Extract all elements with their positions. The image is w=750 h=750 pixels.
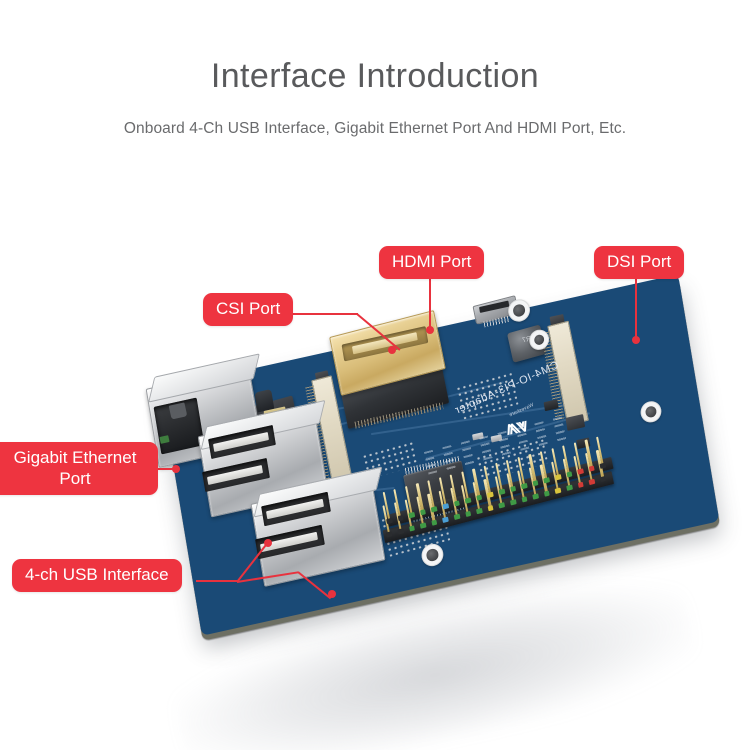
dsi-leader-dot — [632, 336, 640, 344]
gpio-pin-base — [521, 482, 528, 490]
gpio-pin-base — [487, 491, 494, 498]
dsi-leader-line — [635, 278, 637, 340]
mounting-hole — [638, 399, 663, 425]
callout-dsi-port[interactable]: DSI Port — [594, 246, 685, 279]
usb-leader-line-h — [196, 580, 238, 582]
gpio-pin-base — [577, 468, 584, 475]
gpio-pin-base — [386, 517, 393, 525]
gpio-pin-base — [431, 506, 438, 513]
usb-leader-dot-lower — [328, 590, 336, 598]
gpio-pin-base — [442, 516, 449, 523]
callout-gigabit-ethernet-port[interactable]: Gigabit Ethernet Port — [0, 442, 158, 496]
hdmi-leader-line — [429, 278, 431, 330]
header-block: Interface Introduction Onboard 4-Ch USB … — [0, 0, 750, 138]
gpio-pin-base — [408, 525, 416, 532]
gpio-pin-base — [476, 494, 483, 501]
usb-leader-dot-upper — [264, 539, 272, 547]
product-photo: 4R7 — [0, 180, 750, 750]
gpio-pin-base — [464, 510, 472, 518]
gpio-pin-base — [453, 500, 460, 507]
gpio-pin-base — [554, 487, 562, 494]
gpio-pin-base — [442, 503, 449, 510]
gpio-pin-base — [554, 474, 562, 481]
gpio-pin-base — [498, 488, 505, 496]
gpio-pin-base — [543, 477, 550, 484]
gpio-pin-base — [577, 481, 584, 489]
gpio-pin-base — [509, 499, 517, 506]
gpio-pin-base — [453, 513, 461, 521]
csi-leader-dot — [388, 346, 396, 354]
gpio-pin-base — [566, 471, 573, 478]
gpio-pin-base — [532, 493, 539, 500]
gpio-pin-base — [464, 497, 472, 504]
gpio-pin-base — [487, 505, 494, 512]
gpio-pin-base — [397, 514, 404, 522]
callout-csi-port[interactable]: CSI Port — [203, 293, 294, 326]
gpio-pin-base — [408, 512, 415, 519]
gpio-pin-base — [498, 502, 506, 509]
gpio-pin-base — [431, 519, 438, 526]
callout-4ch-usb-interface[interactable]: 4-ch USB Interface — [12, 559, 182, 592]
callout-hdmi-port[interactable]: HDMI Port — [379, 246, 485, 279]
gpio-pin-base — [566, 484, 573, 491]
gpio-pin-base — [419, 522, 427, 529]
gpio-pin-base — [509, 485, 517, 493]
gpio-pin-base — [588, 478, 596, 486]
csi-leader-line-h — [290, 313, 358, 315]
gpio-pin-base — [419, 509, 427, 516]
gpio-pin-base — [397, 528, 404, 535]
page-title: Interface Introduction — [210, 57, 540, 95]
gpio-pin-base — [543, 490, 551, 497]
ethernet-leader-dot — [172, 465, 180, 473]
page-subtitle: Onboard 4-Ch USB Interface, Gigabit Ethe… — [123, 120, 627, 137]
gpio-pin-base — [588, 465, 595, 472]
gpio-pin-base — [599, 462, 607, 469]
gpio-pin-base — [532, 479, 539, 487]
gpio-pin-base — [521, 496, 528, 503]
gpio-pin-base — [476, 507, 483, 515]
hdmi-leader-dot — [426, 326, 434, 334]
gpio-pin-base — [386, 531, 393, 538]
gpio-pin-base — [599, 475, 607, 483]
ethernet-leader-line — [150, 468, 176, 470]
